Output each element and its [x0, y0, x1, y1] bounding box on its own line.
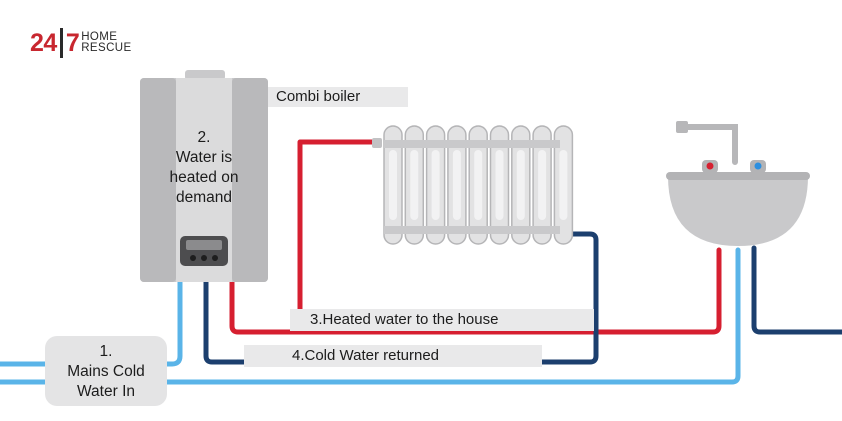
logo-divider: [59, 28, 63, 58]
radiator-fin: [468, 125, 488, 245]
mains-step-bubble: [45, 336, 167, 406]
combi-boiler-label: Combi boiler: [268, 87, 408, 107]
radiator-top-rail: [384, 140, 560, 148]
mains-step-line-3: Water In: [77, 383, 135, 400]
hot-water-pipe-to-radiator: [297, 139, 381, 317]
combi-boiler: [140, 70, 268, 282]
sink-tap: [680, 124, 738, 165]
heated-step-line-4: demand: [175, 189, 232, 206]
radiator-fin: [404, 125, 425, 245]
heated-step-line-3: heated on: [169, 169, 239, 186]
sink-basin: [668, 176, 808, 246]
radiator-fin: [511, 125, 531, 245]
cold-return-pipe-from-sink: [751, 245, 842, 335]
radiator-inlet-valve: [372, 138, 382, 148]
water-heated-step: 2. Water is heated on demand: [140, 128, 268, 208]
mains-cold-water-step: 1. Mains Cold Water In: [45, 342, 167, 402]
radiator-fin: [383, 125, 403, 245]
heated-water-label: 3.Heated water to the house: [290, 309, 594, 331]
heated-step-number: 2.: [197, 129, 211, 146]
pipes: [0, 139, 842, 385]
sink: [666, 121, 810, 246]
radiator-fin: [447, 125, 467, 245]
radiator: [372, 125, 574, 245]
cold-water-returned-label: 4.Cold Water returned: [244, 345, 542, 367]
mains-cold-pipe-to-boiler: [0, 279, 183, 367]
mains-step-number: 1.: [99, 343, 113, 360]
logo-number-7: 7: [65, 28, 80, 57]
logo-word-rescue: RESCUE: [81, 42, 132, 54]
radiator-fin: [532, 125, 552, 245]
cold-return-pipe-from-radiator: [203, 231, 599, 365]
mains-step-line-2: Mains Cold: [67, 363, 145, 380]
radiator-fin: [425, 125, 446, 245]
heated-step-line-2: Water is: [175, 149, 233, 166]
boiler-control-panel: [180, 236, 228, 266]
cold-tap-handle: [750, 160, 766, 173]
radiator-fin: [553, 125, 574, 245]
logo-number-24: 24: [30, 28, 57, 57]
hot-water-pipe-to-sink: [229, 247, 722, 335]
mains-cold-pipe-to-sink: [0, 247, 741, 385]
logo-word-home: HOME: [81, 31, 118, 43]
logo-wordmark: HOME RESCUE: [81, 31, 132, 54]
radiator-bottom-rail: [384, 226, 560, 234]
radiator-fin: [489, 125, 510, 245]
hot-tap-handle: [702, 160, 718, 173]
logo: 24 7 HOME RESCUE: [30, 26, 132, 60]
